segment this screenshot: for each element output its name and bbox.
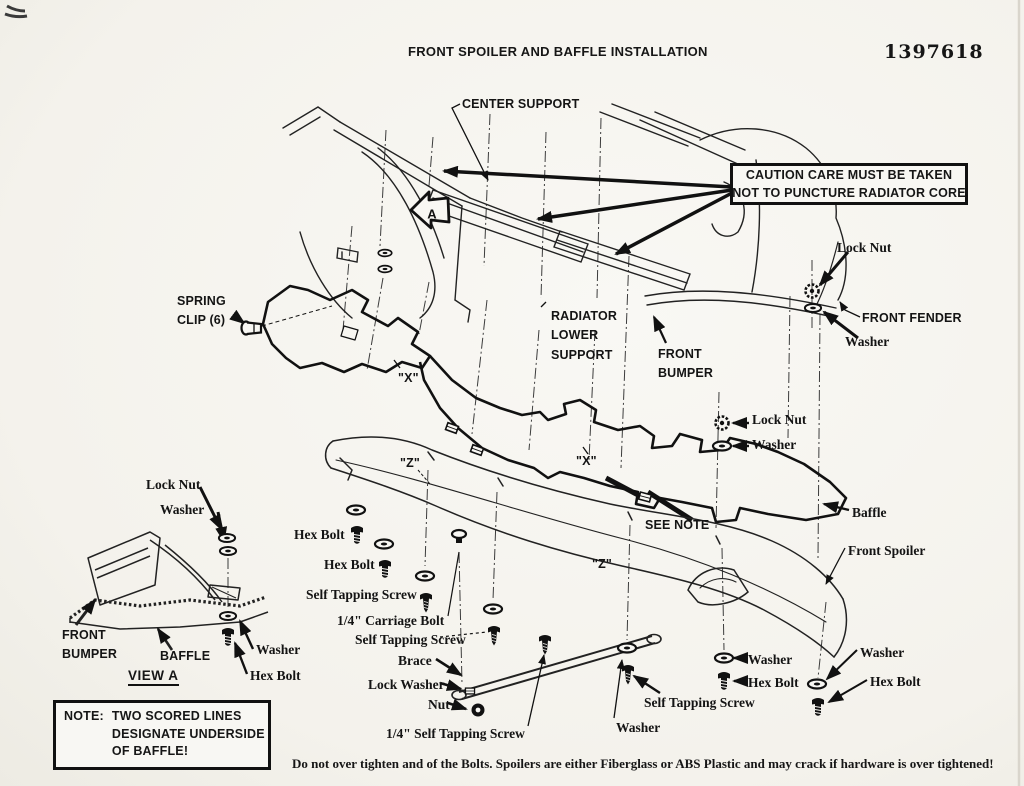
washer-icon — [377, 248, 393, 258]
lock-nut-mid-label: Lock Nut — [752, 412, 807, 427]
dim-z-lower-label: "Z" — [592, 557, 612, 571]
caution-line-2: NOT TO PUNCTURE RADIATOR CORE — [732, 186, 966, 200]
self-tapping-screw-icon — [621, 664, 635, 685]
washer-icon — [713, 652, 735, 664]
lock-nut-viewa-label: Lock Nut — [146, 477, 201, 492]
washer-mid-label: Washer — [752, 437, 797, 452]
lock-nut-fender-label: Lock Nut — [837, 240, 892, 255]
leader-lines — [198, 103, 868, 727]
lock-washer-label: Lock Washer — [368, 677, 445, 692]
note-prefix: NOTE: — [64, 709, 104, 723]
hex-bolt-viewa-label: Hex Bolt — [250, 668, 301, 683]
nut-label: Nut — [428, 697, 450, 712]
hex-bolt-right-label: Hex Bolt — [870, 674, 921, 689]
washer-icon — [345, 504, 367, 516]
view-a-drawing — [69, 531, 269, 651]
washer-icon — [218, 545, 238, 557]
carriage-bolt-label: 1/4" Carriage Bolt — [337, 613, 445, 628]
lock-nut-icon — [714, 415, 730, 431]
carriage-bolt-icon — [450, 528, 468, 545]
hex-bolt-icon — [717, 671, 731, 691]
view-a-caption: VIEW A — [128, 668, 179, 686]
front-spoiler-label: Front Spoiler — [848, 543, 926, 558]
detail-a-letter: A — [427, 206, 437, 221]
washer-viewa-bottom-label: Washer — [256, 642, 301, 657]
baffle-clip-icon — [444, 421, 460, 435]
footer-warning: Do not over tighten and of the Bolts. Sp… — [292, 756, 994, 771]
hex-bolt-icon — [378, 559, 392, 579]
washer-icon — [414, 570, 436, 582]
note-line-1: TWO SCORED LINES — [111, 709, 242, 723]
caution-arrows — [442, 165, 733, 256]
center-support-label: CENTER SUPPORT — [462, 97, 580, 111]
washer-bottom-left-label: Washer — [616, 720, 661, 735]
lock-washer-icon — [464, 687, 476, 695]
washer-icon — [711, 440, 733, 452]
hex-bolt-icon — [221, 627, 235, 647]
baffle-viewa-label: BAFFLE — [160, 649, 211, 663]
caution-box: CAUTION CARE MUST BE TAKEN NOT TO PUNCTU… — [730, 163, 968, 205]
baffle-drawing — [261, 284, 848, 524]
spoiler-drawing — [324, 436, 848, 658]
projection-lines — [227, 113, 827, 685]
washer-fender-label: Washer — [845, 334, 890, 349]
washer-right-label: Washer — [860, 645, 905, 660]
hex-bolt-bottom-mid-label: Hex Bolt — [748, 675, 799, 690]
note-line-2: DESIGNATE UNDERSIDE — [111, 726, 265, 741]
washer-bottom-mid-label: Washer — [748, 652, 793, 667]
self-tapping-screw-icon — [487, 625, 501, 646]
radiator-lower-support-label: RADIATOR LOWER SUPPORT — [551, 309, 618, 362]
part-number: 1397618 — [884, 41, 984, 63]
self-tapping-screw-1-label: Self Tapping Screw — [306, 587, 417, 602]
note-box: NOTE: TWO SCORED LINES DESIGNATE UNDERSI… — [53, 700, 271, 770]
hex-bolt-icon — [350, 525, 364, 545]
washer-icon — [218, 610, 238, 622]
baffle-label: Baffle — [852, 505, 887, 520]
washer-icon — [482, 603, 504, 615]
dim-x-right-label: "X" — [576, 454, 597, 468]
washer-icon — [803, 302, 823, 314]
washer-icon — [217, 532, 237, 544]
self-tapping-screw-icon — [538, 634, 552, 655]
front-bumper-viewa-label: FRONT BUMPER — [62, 628, 118, 662]
washer-icon — [616, 642, 638, 654]
self-tapping-screw-2-label: Self Tapping Screw — [355, 632, 466, 647]
hex-bolt-2-label: Hex Bolt — [324, 557, 375, 572]
car-body-drawing — [282, 103, 847, 323]
hex-bolt-icon — [811, 697, 825, 717]
dim-z-upper-label: "Z" — [400, 456, 420, 470]
see-note-label: SEE NOTE — [645, 518, 710, 532]
self-tapping-screw-3-label: Self Tapping Screw — [644, 695, 755, 710]
spring-clip-label: SPRING CLIP (6) — [177, 294, 226, 328]
note-lines: TWO SCORED LINES DESIGNATE UNDERSIDE OF … — [112, 708, 265, 761]
page-title: FRONT SPOILER AND BAFFLE INSTALLATION — [408, 44, 708, 59]
self-tapping-screw-icon — [419, 592, 433, 613]
washer-icon — [377, 264, 393, 274]
detail-a-marker: A — [409, 190, 451, 230]
note-line-3: OF BAFFLE! — [111, 744, 189, 758]
fastener-icons — [217, 248, 828, 717]
front-bumper-upper-label: FRONT BUMPER — [658, 347, 714, 381]
washer-icon — [806, 678, 828, 690]
caution-line-1: CAUTION CARE MUST BE TAKEN — [745, 167, 953, 182]
quarter-self-tapping-screw-label: 1/4" Self Tapping Screw — [386, 726, 525, 741]
dim-x-upper-label: "X" — [398, 371, 419, 385]
brace-label: Brace — [398, 653, 432, 668]
washer-viewa-top-label: Washer — [160, 502, 205, 517]
front-fender-label: FRONT FENDER — [862, 311, 962, 325]
hex-bolt-1-label: Hex Bolt — [294, 527, 345, 542]
nut-icon — [471, 703, 485, 717]
spring-clip-icon — [240, 320, 263, 336]
washer-icon — [373, 538, 395, 550]
scan-artifact — [4, 0, 1021, 786]
